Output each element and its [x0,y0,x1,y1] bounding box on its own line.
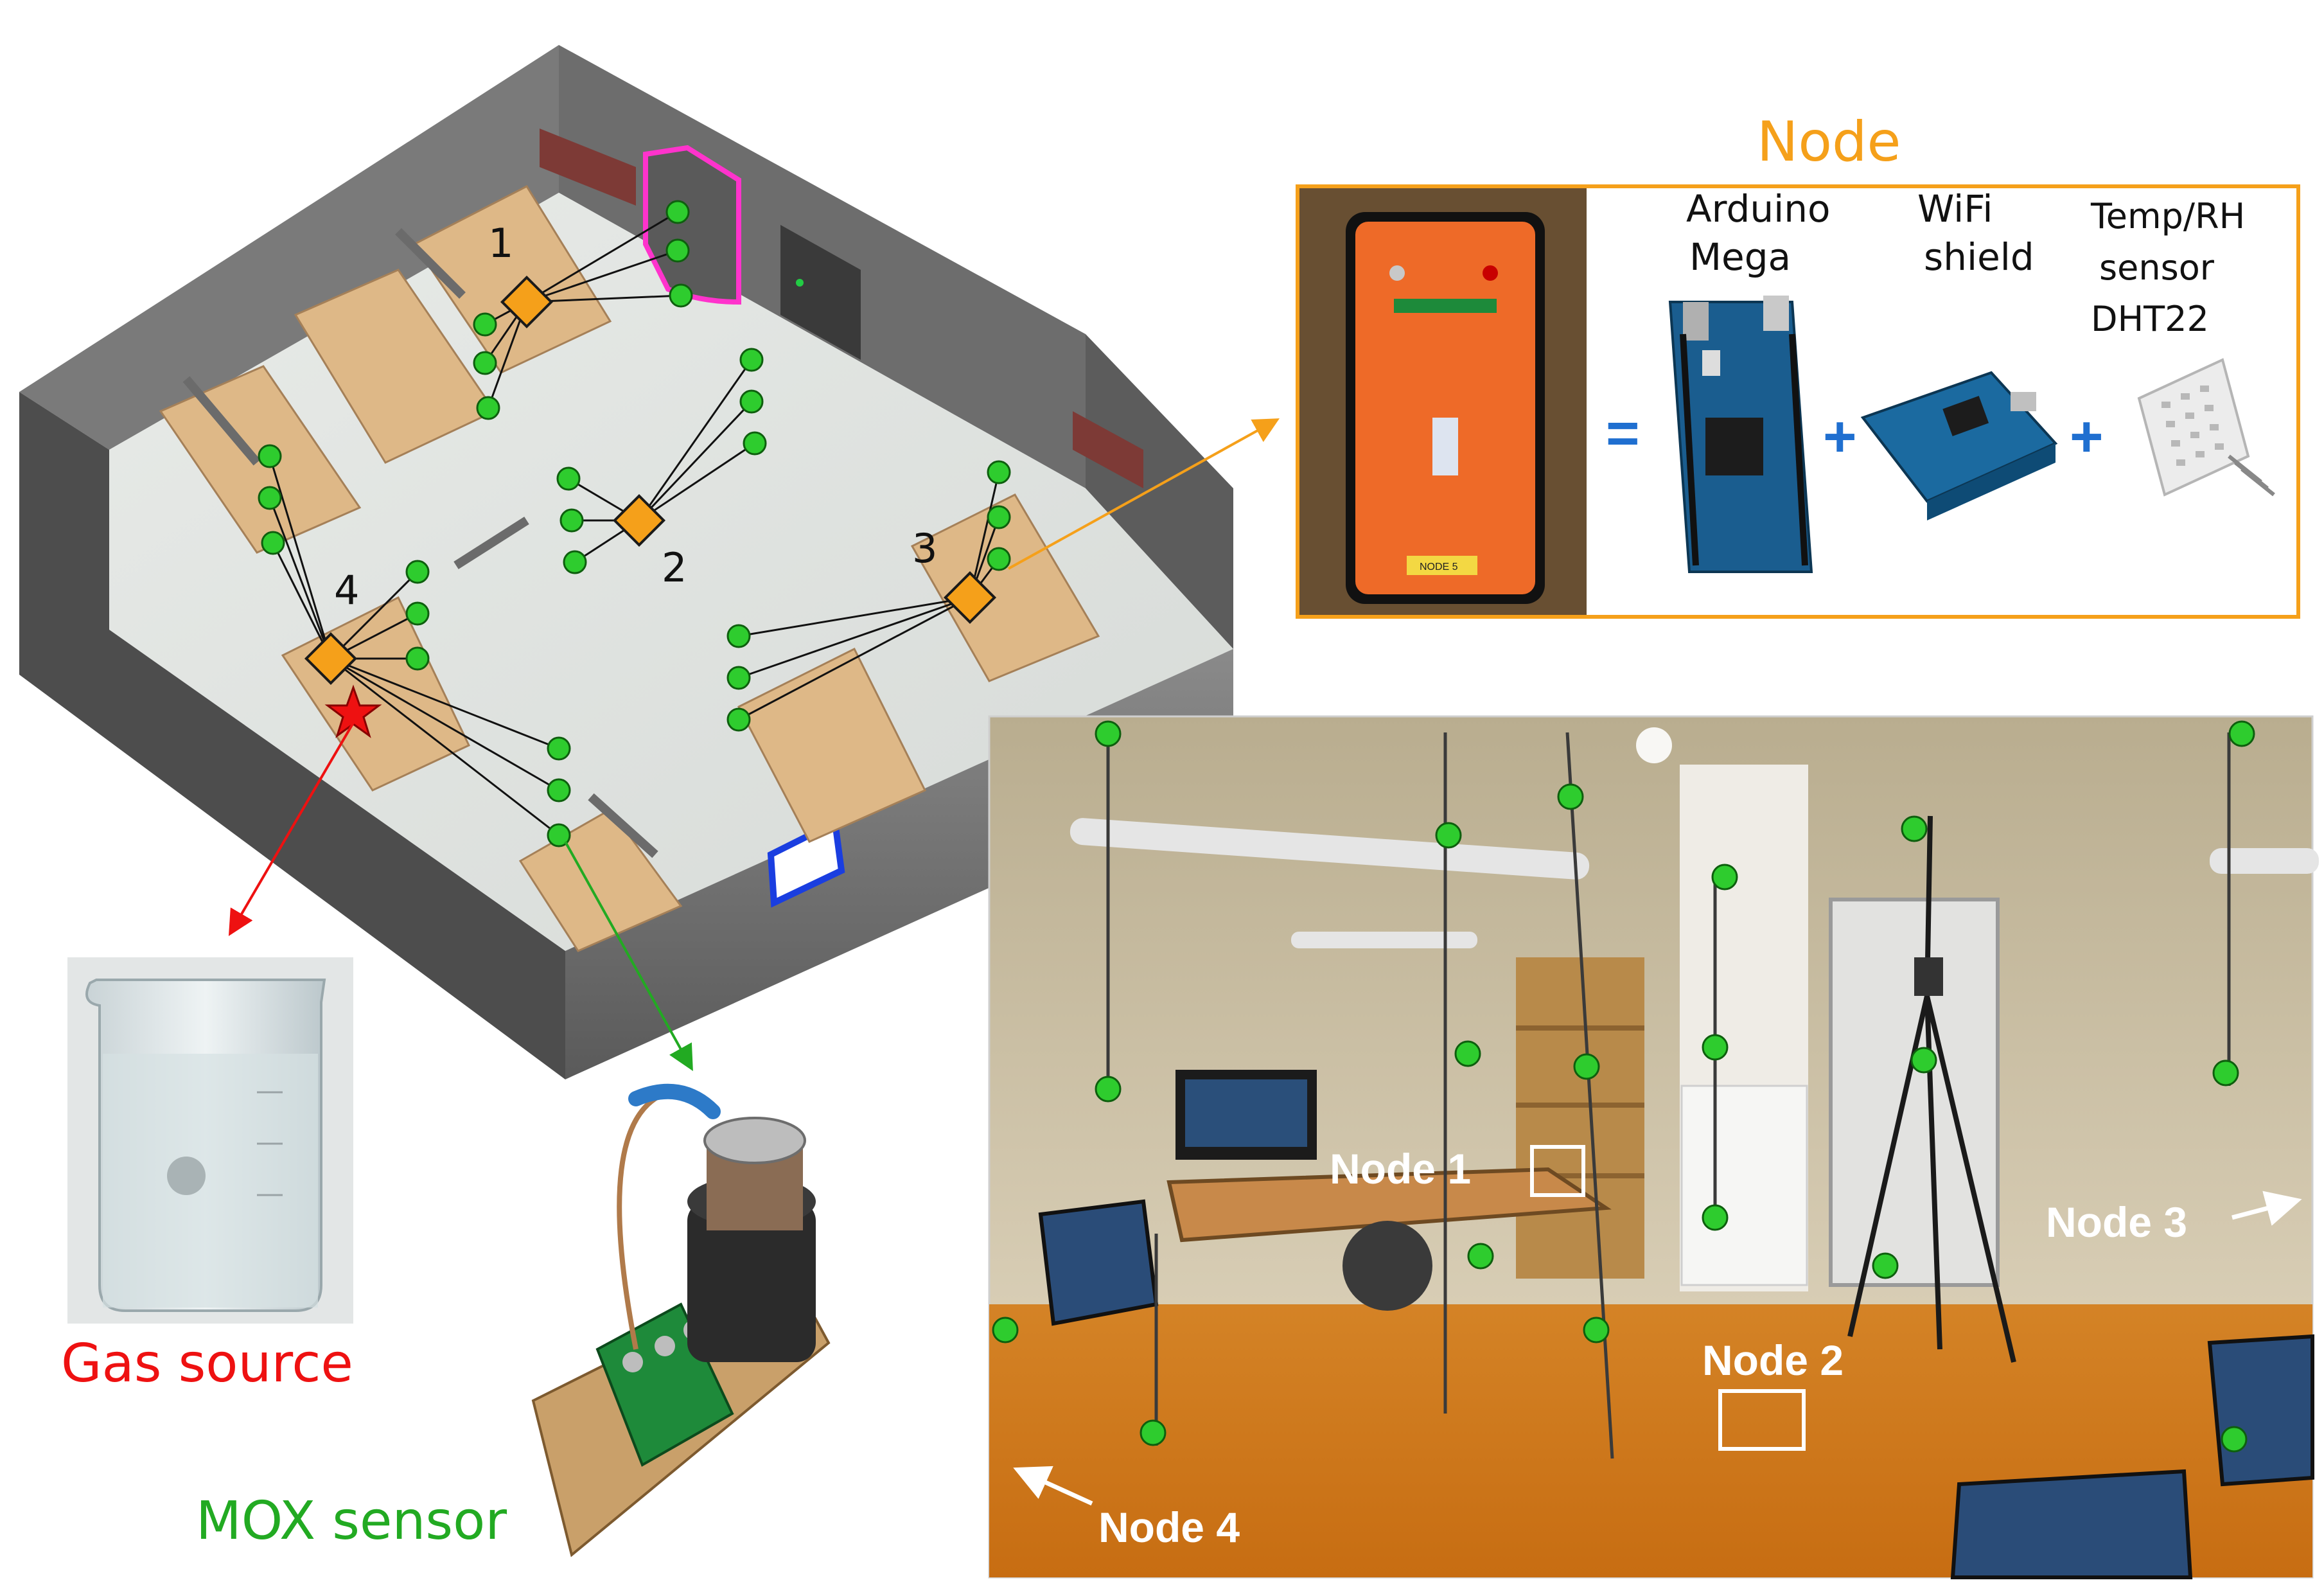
gas-source-label: Gas source [61,1333,353,1394]
wifi-shield-board [1860,371,2058,520]
node-panel: Node NODE 5 Arduino Mega WiFi shield Tem… [1296,110,2300,619]
arrow-to-mox-sensor [564,841,693,1071]
ceiling-lamp-3 [2210,848,2319,874]
node-3-label: Node 3 [2046,1198,2187,1246]
arrow-to-node-panel [1008,418,1280,570]
plus-sign-1: + [1823,405,1857,469]
node-1-label: Node 1 [1330,1145,1471,1193]
photo-sensor-markers [992,720,2255,1453]
ceiling-lamp-1 [1070,818,1590,880]
room-shelf [1516,957,1644,1279]
mox-sensor-markers [258,200,1011,847]
arduino-mega-label: Arduino Mega [1686,187,1842,279]
dht22-sensor [2137,358,2275,497]
gas-source-beaker-photo [67,957,353,1324]
room-desk [1166,1167,1612,1243]
wall-top-edge [1086,334,1233,649]
exercise-ball [1342,1221,1432,1311]
back-wall-left [19,45,559,450]
arrow-to-gas-source [228,722,355,936]
node-number-4: 4 [334,567,359,614]
arduino-mega-board [1668,296,1813,573]
table-rails [182,228,658,858]
wall-screen [780,225,861,360]
node-device-tag: NODE 5 [1420,562,1458,572]
node-boxes [304,275,997,686]
front-wall-left [19,392,565,1079]
node-1-highlight-box [1530,1145,1585,1197]
room-photo: Node 1 Node 2 Node 3 Node 4 [988,715,2319,1579]
temp-rh-sensor-label: Temp/RH sensor DHT22 [2090,196,2256,339]
node-4-label: Node 4 [1098,1503,1240,1551]
shelf-back [540,129,636,206]
shelf-right [1073,411,1143,488]
node-4-pointer-arrow [1013,1466,1093,1506]
node-number-1: 1 [488,220,513,267]
equals-sign: = [1606,402,1640,466]
node-panel-title: Node [1757,110,1901,174]
node-device-lid [1355,222,1535,594]
node-number-3: 3 [912,525,937,572]
mox-sensor-photo [531,1083,831,1557]
plus-sign-2: + [2070,405,2104,469]
node-2-highlight-box [1718,1389,1806,1451]
pillar [643,145,741,305]
node-3-pointer-arrow [2232,1191,2302,1226]
ceiling-lamp-2 [1291,932,1477,948]
node-2-label: Node 2 [1702,1336,1844,1384]
wifi-shield-label: WiFi shield [1917,187,2034,279]
mox-sensor-label: MOX sensor [196,1491,507,1552]
node-number-2: 2 [662,544,687,591]
room-floorplan: 1 2 3 4 [19,45,1233,1079]
